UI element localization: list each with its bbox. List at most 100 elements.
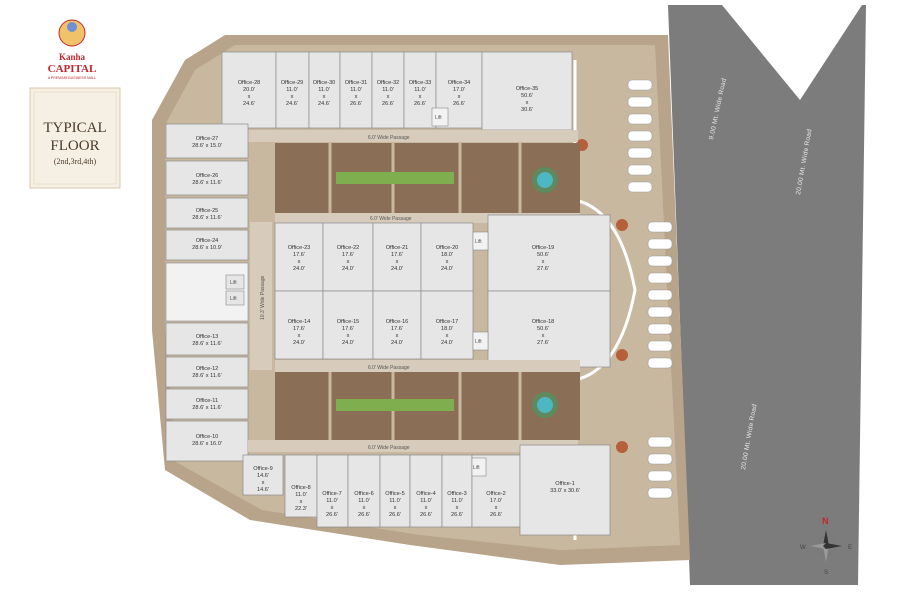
unit-office-22 xyxy=(322,222,374,292)
unit-office-16 xyxy=(372,290,422,360)
unit-office-3 xyxy=(441,454,473,528)
unit-office-30 xyxy=(308,51,341,129)
lift-center-1 xyxy=(472,231,489,251)
unit-office-28 xyxy=(221,51,277,129)
unit-office-23 xyxy=(274,222,324,292)
brand-tagline: A PREMIUM BUSINESS MALL xyxy=(48,76,96,80)
compass-w: W xyxy=(800,545,806,551)
passage-mid1-label: 6.0' Wide Passage xyxy=(370,216,412,222)
lift-center-2 xyxy=(472,331,489,351)
road-9m xyxy=(668,5,866,585)
lift-top xyxy=(431,107,449,127)
unit-office-32 xyxy=(371,51,405,129)
compass-e: E xyxy=(848,545,852,551)
lift-center-2-label: Lift xyxy=(475,339,482,345)
unit-office-17 xyxy=(420,290,474,360)
lift-top-label: Lift xyxy=(435,115,442,121)
lift-bottom-label: Lift xyxy=(473,465,480,471)
lift-bottom xyxy=(471,457,487,477)
logo-emblem xyxy=(58,19,86,47)
lift-left-1-label: Lift xyxy=(230,280,237,286)
lift-left-1 xyxy=(225,274,245,290)
brand-name: Kanha xyxy=(59,52,86,62)
parking-middle xyxy=(647,221,673,369)
lawn-strip-bottom xyxy=(336,399,454,411)
unit-office-5 xyxy=(379,454,411,528)
passage-top xyxy=(248,130,578,142)
unit-office-27 xyxy=(165,123,249,159)
passage-top-label: 6.0' Wide Passage xyxy=(368,135,410,141)
unit-office-31 xyxy=(339,51,373,129)
tree-icons xyxy=(576,139,628,453)
lift-left-2-label: Lift xyxy=(230,296,237,302)
unit-office-20 xyxy=(420,222,474,292)
unit-office-12 xyxy=(165,356,249,388)
unit-office-7 xyxy=(316,454,349,528)
unit-office-1 xyxy=(519,444,611,536)
unit-office-8 xyxy=(284,454,318,518)
unit-office-6 xyxy=(347,454,381,528)
floor-title-panel: TYPICAL FLOOR (2nd,3rd,4th) xyxy=(29,87,121,189)
unit-office-18 xyxy=(487,290,611,368)
unit-office-11 xyxy=(165,388,249,420)
unit-office-10 xyxy=(165,420,249,462)
unit-office-13 xyxy=(165,322,249,356)
unit-office-29 xyxy=(275,51,310,129)
unit-office-26 xyxy=(165,160,249,196)
panel-line2: FLOOR xyxy=(50,138,99,154)
unit-office-25 xyxy=(165,197,249,229)
lift-center-1-label: Lift xyxy=(475,239,482,245)
unit-office-4 xyxy=(409,454,443,528)
brand-logo: Kanha CAPITAL A PREMIUM BUSINESS MALL xyxy=(48,19,97,80)
passage-vertical-label: 10.3' Wide Passage xyxy=(260,275,266,320)
unit-office-15 xyxy=(322,290,374,360)
unit-office-24 xyxy=(165,229,249,261)
compass: N S W E xyxy=(800,516,852,576)
compass-n: N xyxy=(822,516,829,526)
brand-title: CAPITAL xyxy=(48,63,97,75)
passage-vertical xyxy=(250,222,272,370)
unit-office-21 xyxy=(372,222,422,292)
road-notch xyxy=(722,5,862,100)
unit-office-19 xyxy=(487,214,611,292)
unit-office-9 xyxy=(242,454,284,496)
passage-bottom-label: 6.0' Wide Passage xyxy=(368,445,410,451)
lawn-strip-top xyxy=(336,172,454,184)
unit-office-33 xyxy=(403,51,437,129)
entrance-curve xyxy=(573,60,637,540)
passage-bottom xyxy=(248,440,578,452)
